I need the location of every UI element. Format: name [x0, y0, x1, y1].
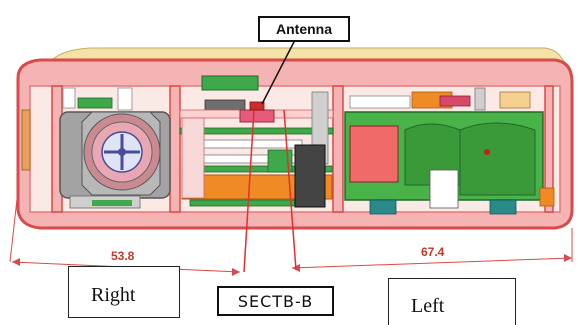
antenna-leader-line	[261, 39, 296, 105]
middle-pcb-assembly	[179, 75, 334, 208]
right-pcb-assembly	[344, 87, 555, 215]
antenna-label: Antenna	[258, 16, 350, 42]
gray-module	[59, 111, 171, 209]
dimension-right-length: 53.8	[111, 249, 135, 263]
right-label: Right	[68, 266, 180, 318]
section-leader-lines	[243, 109, 297, 273]
section-label: SECTB-B	[217, 286, 334, 316]
dimension-left-length: 67.4	[421, 245, 445, 259]
left-label: Left	[388, 278, 516, 325]
left-end-details	[21, 87, 133, 171]
